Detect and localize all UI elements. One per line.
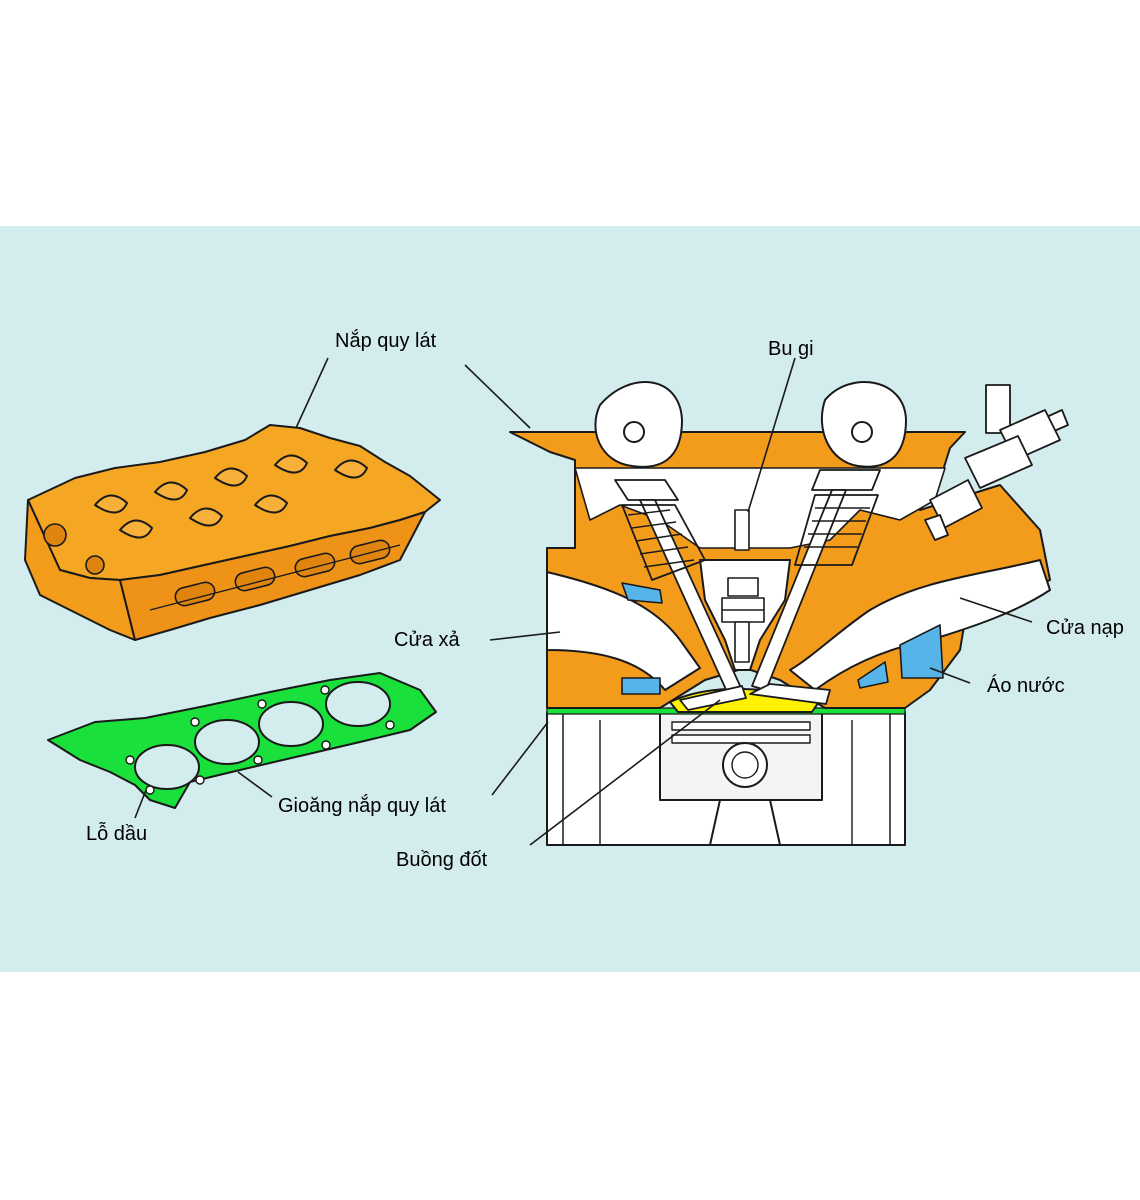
label-head-gasket: Gioăng nắp quy lát [278, 794, 446, 817]
label-spark-plug: Bu gi [768, 338, 814, 360]
label-oil-hole: Lỗ dầu [86, 822, 147, 845]
exhaust-valve [614, 479, 747, 711]
label-combustion-chamber: Buồng đốt [396, 849, 488, 871]
label-water-jacket: Áo nước [987, 674, 1065, 697]
label-exhaust-port: Cửa xả [394, 629, 461, 651]
cross-section [509, 381, 1069, 846]
water-jacket [621, 582, 944, 695]
cylinder-head-3d [24, 424, 441, 641]
label-intake-port: Cửa nạp [1046, 617, 1124, 639]
exhaust-port [546, 571, 701, 691]
fuel-injector [924, 384, 1069, 541]
leader-lines [134, 357, 1033, 846]
head-gasket [47, 672, 437, 809]
intake-port [789, 559, 1051, 691]
intake-valve [749, 469, 881, 705]
spark-plug [721, 509, 765, 663]
label-cylinder-head: Nắp quy lát [335, 329, 437, 352]
